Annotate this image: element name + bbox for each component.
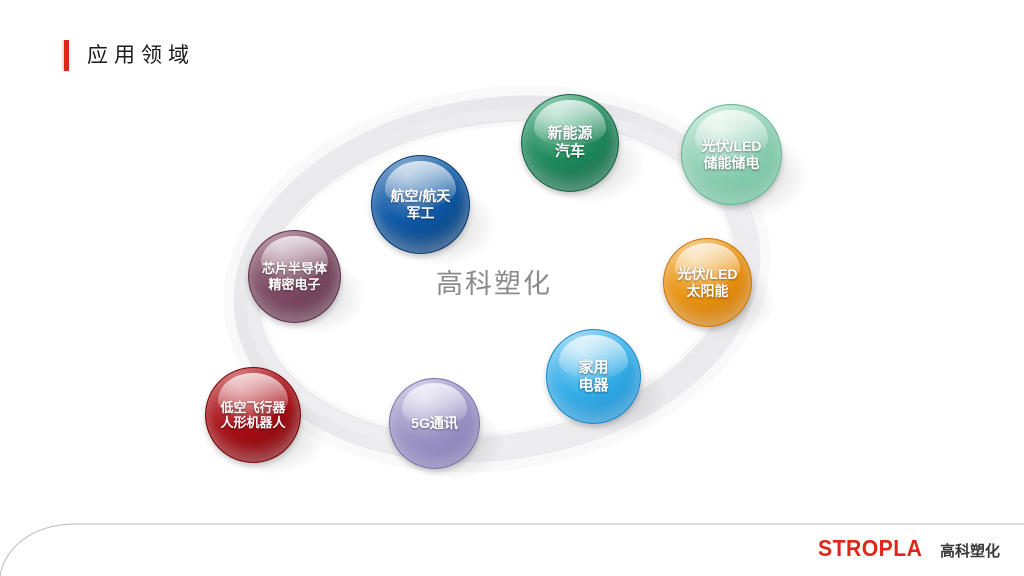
sphere-label-line2: 汽车 <box>554 143 585 160</box>
sphere-label: 家用电器 <box>574 359 612 394</box>
sphere-label: 芯片半导体精密电子 <box>258 261 331 292</box>
sphere-label: 航空/航天军工 <box>387 188 455 221</box>
center-caption-text: 高科塑化 <box>436 269 552 299</box>
footer-divider <box>0 523 1024 576</box>
sphere-label-line2: 军工 <box>406 204 435 221</box>
sphere-label-line1: 光伏/LED <box>677 265 738 282</box>
sphere-label-line1: 低空飞行器 <box>220 399 286 415</box>
sphere-label: 新能源汽车 <box>543 125 596 160</box>
title-accent-bar <box>64 40 69 71</box>
sphere-label-line1: 光伏/LED <box>701 137 762 154</box>
page-title: 应用领域 <box>64 40 195 71</box>
sphere-chip-semiconductor[interactable]: 芯片半导体精密电子 <box>248 230 341 323</box>
brand-logo-mark: STROPLA <box>817 535 922 561</box>
sphere-label-line1: 5G通讯 <box>411 415 458 432</box>
sphere-label-line1: 家用 <box>578 358 609 376</box>
sphere-label-line2: 精密电子 <box>268 276 321 292</box>
sphere-label: 5G通讯 <box>407 415 462 432</box>
sphere-new-energy-vehicle[interactable]: 新能源汽车 <box>521 94 619 192</box>
page-title-text: 应用领域 <box>87 44 195 67</box>
sphere-label-line2: 电器 <box>578 376 609 394</box>
sphere-aerospace-military[interactable]: 航空/航天军工 <box>371 155 470 254</box>
center-caption: 高科塑化 <box>0 262 1024 301</box>
sphere-label-line2: 太阳能 <box>686 282 729 299</box>
sphere-label: 低空飞行器人形机器人 <box>216 400 289 431</box>
sphere-label-line2: 人形机器人 <box>220 415 286 430</box>
brand-logo-chinese: 高科塑化 <box>939 543 1000 560</box>
sphere-home-appliance[interactable]: 家用电器 <box>546 329 641 424</box>
sphere-5g-communication[interactable]: 5G通讯 <box>389 378 480 469</box>
sphere-low-altitude-robot[interactable]: 低空飞行器人形机器人 <box>205 367 301 463</box>
sphere-label-line2: 储能储电 <box>703 154 760 171</box>
sphere-label-line1: 航空/航天 <box>390 187 451 204</box>
sphere-label-line1: 芯片半导体 <box>261 261 327 277</box>
sphere-label-line1: 新能源 <box>547 125 593 143</box>
footer-logo: STROPLA 高科塑化 <box>818 535 1000 562</box>
